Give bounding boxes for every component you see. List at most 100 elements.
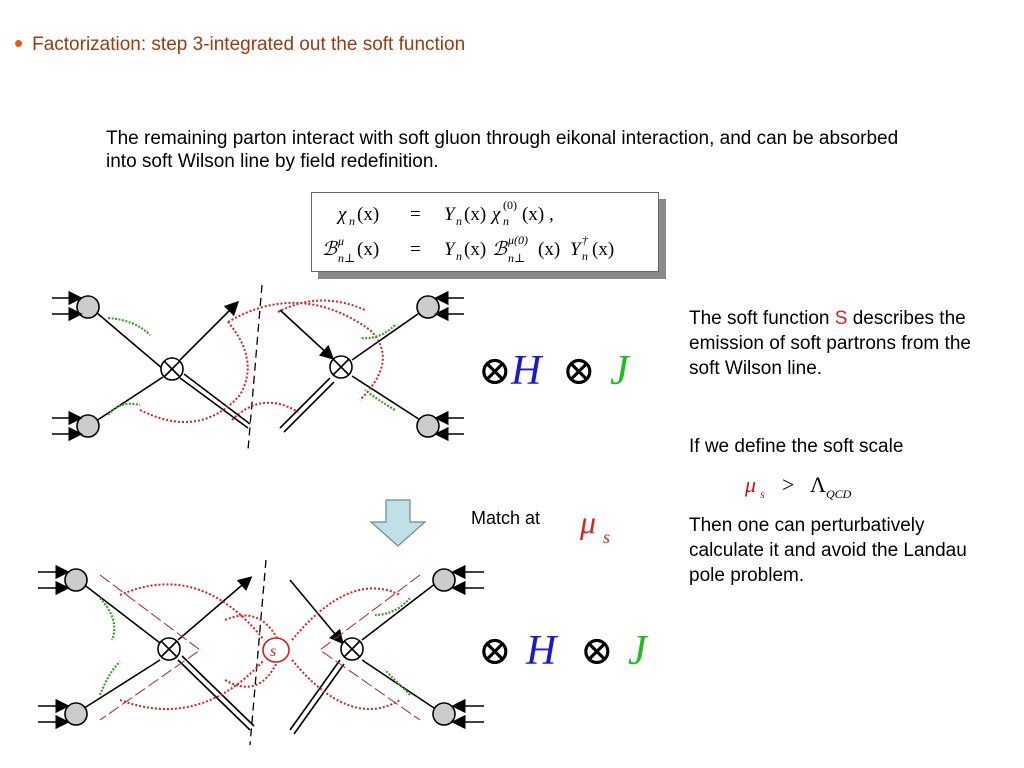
eq1-Y-arg: (x): [464, 204, 486, 225]
jet-blob: [76, 295, 100, 319]
hard-vertex-cross: [163, 360, 181, 378]
down-arrow-icon: [369, 499, 427, 547]
soft-gluon-red: [277, 299, 366, 313]
mu-symbol: μ: [744, 472, 756, 497]
feynman-diagram-top: [52, 284, 464, 451]
hard-jet-convolution-top: ⊗ H ⊗ J: [478, 348, 631, 394]
hard-vertex-cross: [343, 640, 361, 658]
eq1-chi: χ: [490, 204, 501, 225]
eq2-lhs-sub: n⊥: [338, 251, 355, 265]
soft-scale-intro: If we define the soft scale: [689, 436, 904, 457]
jet-blob: [432, 702, 456, 726]
soft-desc-part2: describes the emission of soft partrons …: [689, 308, 971, 379]
eq2-B-sub: n⊥: [508, 251, 525, 265]
eq1-lhs-sub: n: [349, 214, 355, 228]
fermion-line: [77, 579, 161, 644]
fermion-line: [361, 579, 441, 641]
eq2-Y: Y: [444, 239, 457, 260]
fermion-line: [351, 306, 429, 361]
soft-gluon-red: [224, 614, 279, 641]
fermion-line: [351, 375, 429, 426]
eq2-equals: =: [410, 239, 421, 260]
hard-vertex-cross: [160, 640, 178, 658]
match-mu-symbol: μ: [579, 504, 596, 540]
jet-blob: [64, 702, 88, 726]
eq1-chi-arg: (x): [522, 204, 544, 225]
soft-symbol-S: S: [834, 308, 848, 329]
jet-blob: [432, 568, 456, 592]
fermion-line: [89, 376, 164, 426]
hard-vertex-icon: [329, 355, 353, 379]
bullet-icon: •: [14, 28, 24, 58]
soft-region-frame: [99, 574, 201, 721]
fermion-line: [89, 306, 164, 370]
soft-vertex-label: s: [270, 643, 276, 660]
eq1-equals: =: [410, 204, 421, 225]
eq1-comma: ,: [549, 204, 554, 225]
otimes-3: ⊗: [478, 628, 512, 673]
soft-gluon-red: [231, 401, 299, 421]
soft-gluon-red: [291, 587, 401, 641]
J-symbol-2: J: [628, 628, 649, 674]
collinear-gluon-green: [99, 597, 116, 641]
soft-gluon-red: [119, 659, 265, 710]
soft-function-description: The soft function S describes the emissi…: [689, 306, 999, 381]
feynman-diagram-bottom: [38, 559, 484, 746]
eq1-chi-sub: n: [503, 214, 509, 228]
fermion-line: [77, 659, 161, 713]
hard-vertex-icon: [340, 637, 364, 661]
fermion-line: [177, 576, 253, 641]
slide-title-text: Factorization: step 3-integrated out the…: [32, 34, 466, 55]
eq2-B: ℬ: [492, 239, 509, 260]
greater-than: >: [782, 472, 794, 497]
wilson-line: [279, 377, 331, 429]
slide-title: • Factorization: step 3-integrated out t…: [14, 30, 466, 56]
match-mu-sub: s: [603, 527, 610, 547]
H-symbol: H: [510, 348, 544, 394]
jet-blob: [76, 414, 100, 438]
wilson-line: [179, 377, 249, 429]
lambda-symbol: Λ: [810, 472, 826, 497]
eq2-Y-arg: (x): [464, 239, 486, 260]
eq1-arg: (x): [357, 204, 379, 225]
eq2-B-arg: (x): [538, 239, 560, 260]
field-redefinition-equations: χ n (x) = Y n (x) χ (0) n (x) , ℬ μ n⊥ (…: [311, 192, 659, 272]
J-symbol: J: [610, 348, 631, 394]
otimes-4: ⊗: [580, 628, 614, 673]
wilson-line: [289, 659, 341, 731]
collinear-gluon-green: [364, 389, 396, 411]
jet-blob: [64, 568, 88, 592]
hard-vertex-icon: [157, 637, 181, 661]
soft-scale-inequality: μ s > Λ QCD: [744, 472, 852, 501]
eq2-Ydag-sub: n: [582, 249, 588, 263]
H-symbol-2: H: [525, 628, 559, 674]
collinear-gluon-green: [374, 597, 411, 617]
soft-gluon-red: [139, 321, 249, 423]
otimes-1: ⊗: [478, 348, 512, 393]
collinear-gluon-green: [359, 324, 396, 340]
soft-gluon-red: [224, 659, 279, 688]
eq1-chi-sup: (0): [503, 198, 517, 212]
soft-gluon-red: [227, 301, 384, 401]
wilson-line: [283, 381, 335, 433]
eq2-arg: (x): [357, 239, 379, 260]
jet-blob: [416, 414, 440, 438]
wilson-line: [293, 663, 345, 735]
mu-sub: s: [760, 487, 765, 501]
perturbative-text: Then one can perturbatively calculate it…: [689, 515, 967, 586]
intro-paragraph: The remaining parton interact with soft …: [106, 128, 899, 172]
eq2-Ydag-arg: (x): [592, 239, 614, 260]
fermion-line: [179, 300, 240, 361]
wilson-line: [181, 655, 255, 727]
collinear-gluon-green: [107, 402, 141, 416]
wilson-line: [177, 659, 251, 731]
eq2-Ydag: Y: [570, 239, 583, 260]
hard-vertex-icon: [160, 357, 184, 381]
match-label: Match at: [471, 508, 541, 528]
soft-region-frame: [319, 574, 421, 721]
eq1-Y: Y: [444, 204, 457, 225]
eq2-Y-sub: n: [456, 249, 462, 263]
soft-desc-part1: The soft function: [689, 308, 835, 329]
eq2-Ydag-sup: †: [582, 233, 589, 247]
